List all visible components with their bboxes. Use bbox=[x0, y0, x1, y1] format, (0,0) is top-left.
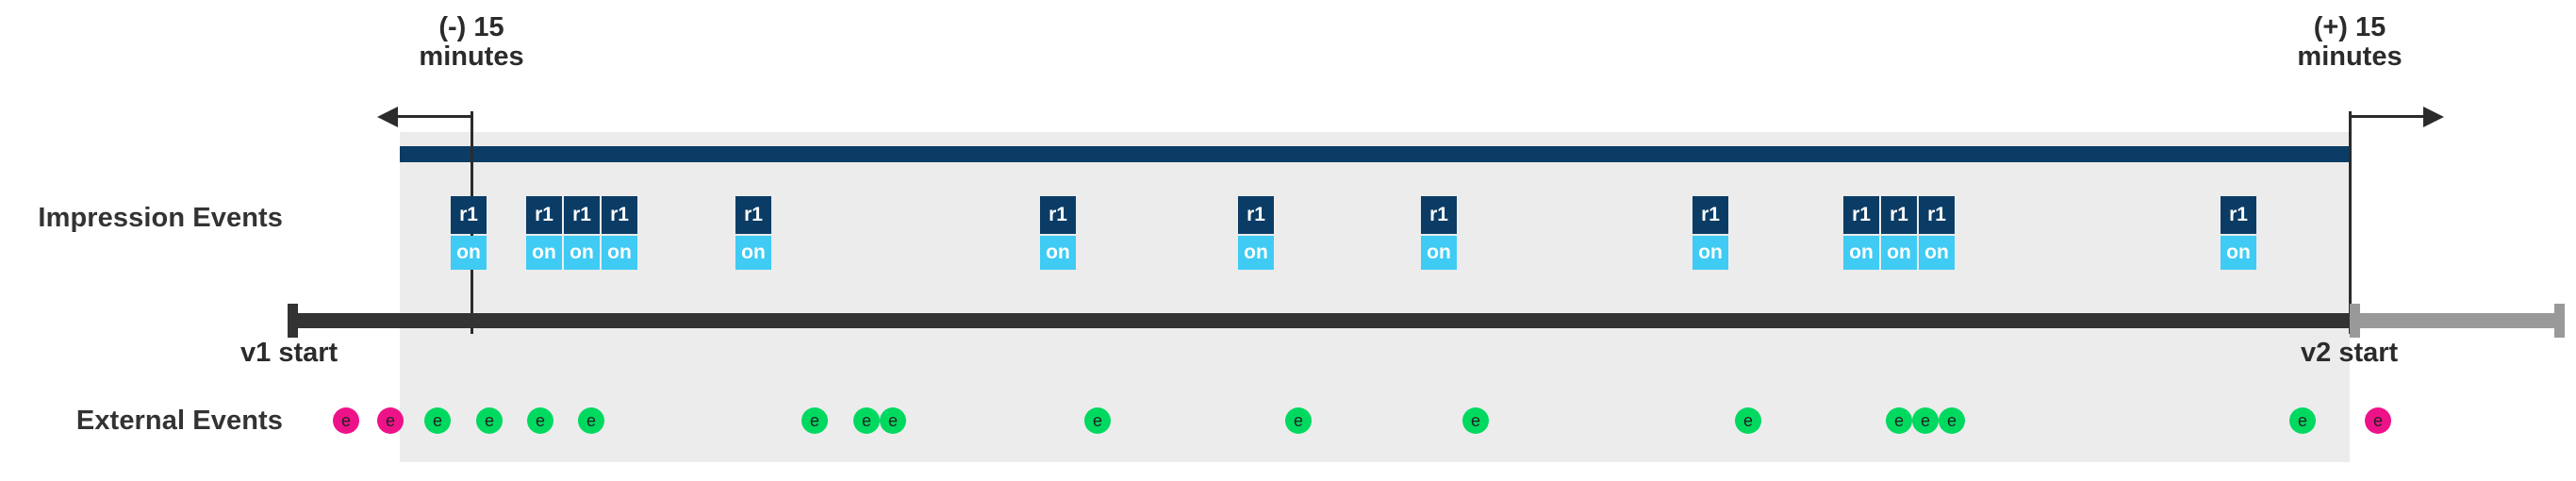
impression-chip-on[interactable]: on bbox=[1693, 236, 1728, 270]
callout-line1: (+) 15 bbox=[2313, 12, 2386, 42]
impression-chip-on[interactable]: on bbox=[1421, 236, 1457, 270]
timeline-cap-v1-start bbox=[288, 304, 298, 338]
callout-arrow-shaft-minus-15 bbox=[398, 115, 471, 118]
timeline-segment-v1 bbox=[288, 313, 2350, 328]
callout-arrow-shaft-plus-15 bbox=[2350, 115, 2423, 118]
external-event-dot-outside[interactable]: e bbox=[333, 407, 359, 434]
external-event-dot-outside[interactable]: e bbox=[377, 407, 404, 434]
callout-line1: (-) 15 bbox=[438, 12, 504, 42]
impression-chip-on[interactable]: on bbox=[451, 236, 487, 270]
external-event-dot-inside[interactable]: e bbox=[1735, 407, 1761, 434]
external-event-dot-inside[interactable]: e bbox=[476, 407, 503, 434]
impression-chip-on[interactable]: on bbox=[2221, 236, 2256, 270]
callout-arrow-head-plus-15 bbox=[2423, 107, 2444, 127]
impression-chip-on[interactable]: on bbox=[735, 236, 771, 270]
measurement-window-band bbox=[400, 132, 2350, 462]
external-event-dot-outside[interactable]: e bbox=[2365, 407, 2391, 434]
external-event-dot-inside[interactable]: e bbox=[527, 407, 553, 434]
callout-line2: minutes bbox=[2297, 41, 2403, 73]
timeline-label-v2-start: v2 start bbox=[2301, 338, 2399, 368]
impression-chip-r1[interactable]: r1 bbox=[564, 196, 600, 234]
external-event-dot-inside[interactable]: e bbox=[1886, 407, 1912, 434]
window-boundary-guide-plus-15 bbox=[2349, 111, 2352, 334]
version-duration-bar bbox=[400, 146, 2350, 162]
external-events-row-label: External Events bbox=[75, 406, 283, 436]
impression-chip-r1[interactable]: r1 bbox=[1693, 196, 1728, 234]
impression-chip-r1[interactable]: r1 bbox=[2221, 196, 2256, 234]
callout-arrow-head-minus-15 bbox=[377, 107, 398, 127]
impression-chip-on[interactable]: on bbox=[602, 236, 637, 270]
impression-chip-r1[interactable]: r1 bbox=[602, 196, 637, 234]
impression-chip-r1[interactable]: r1 bbox=[735, 196, 771, 234]
external-event-dot-inside[interactable]: e bbox=[1912, 407, 1939, 434]
impression-chip-r1[interactable]: r1 bbox=[526, 196, 562, 234]
external-event-dot-inside[interactable]: e bbox=[801, 407, 828, 434]
external-event-dot-inside[interactable]: e bbox=[853, 407, 880, 434]
impression-chip-on[interactable]: on bbox=[1040, 236, 1076, 270]
impression-chip-r1[interactable]: r1 bbox=[1421, 196, 1457, 234]
external-event-dot-inside[interactable]: e bbox=[1462, 407, 1489, 434]
external-event-dot-inside[interactable]: e bbox=[2289, 407, 2316, 434]
impression-chip-on[interactable]: on bbox=[526, 236, 562, 270]
impression-events-row-label: Impression Events bbox=[38, 203, 283, 233]
callout-line2: minutes bbox=[419, 41, 524, 73]
impression-chip-on[interactable]: on bbox=[1843, 236, 1879, 270]
impression-chip-r1[interactable]: r1 bbox=[1919, 196, 1955, 234]
impression-chip-on[interactable]: on bbox=[1238, 236, 1274, 270]
impression-chip-on[interactable]: on bbox=[1919, 236, 1955, 270]
timeline-cap-v2-end bbox=[2554, 304, 2565, 338]
impression-chip-r1[interactable]: r1 bbox=[1881, 196, 1917, 234]
timeline-segment-v2 bbox=[2350, 313, 2565, 328]
external-event-dot-inside[interactable]: e bbox=[1285, 407, 1312, 434]
impression-chip-on[interactable]: on bbox=[1881, 236, 1917, 270]
impression-chip-on[interactable]: on bbox=[564, 236, 600, 270]
timeline-label-v1-start: v1 start bbox=[240, 338, 339, 368]
external-event-dot-inside[interactable]: e bbox=[1939, 407, 1965, 434]
external-event-dot-inside[interactable]: e bbox=[880, 407, 906, 434]
external-event-dot-inside[interactable]: e bbox=[1084, 407, 1111, 434]
impression-chip-r1[interactable]: r1 bbox=[1040, 196, 1076, 234]
impression-chip-r1[interactable]: r1 bbox=[451, 196, 487, 234]
impression-chip-r1[interactable]: r1 bbox=[1843, 196, 1879, 234]
impression-chip-r1[interactable]: r1 bbox=[1238, 196, 1274, 234]
external-event-dot-inside[interactable]: e bbox=[578, 407, 604, 434]
timeline-cap-v2-start bbox=[2350, 304, 2360, 338]
external-event-dot-inside[interactable]: e bbox=[424, 407, 451, 434]
